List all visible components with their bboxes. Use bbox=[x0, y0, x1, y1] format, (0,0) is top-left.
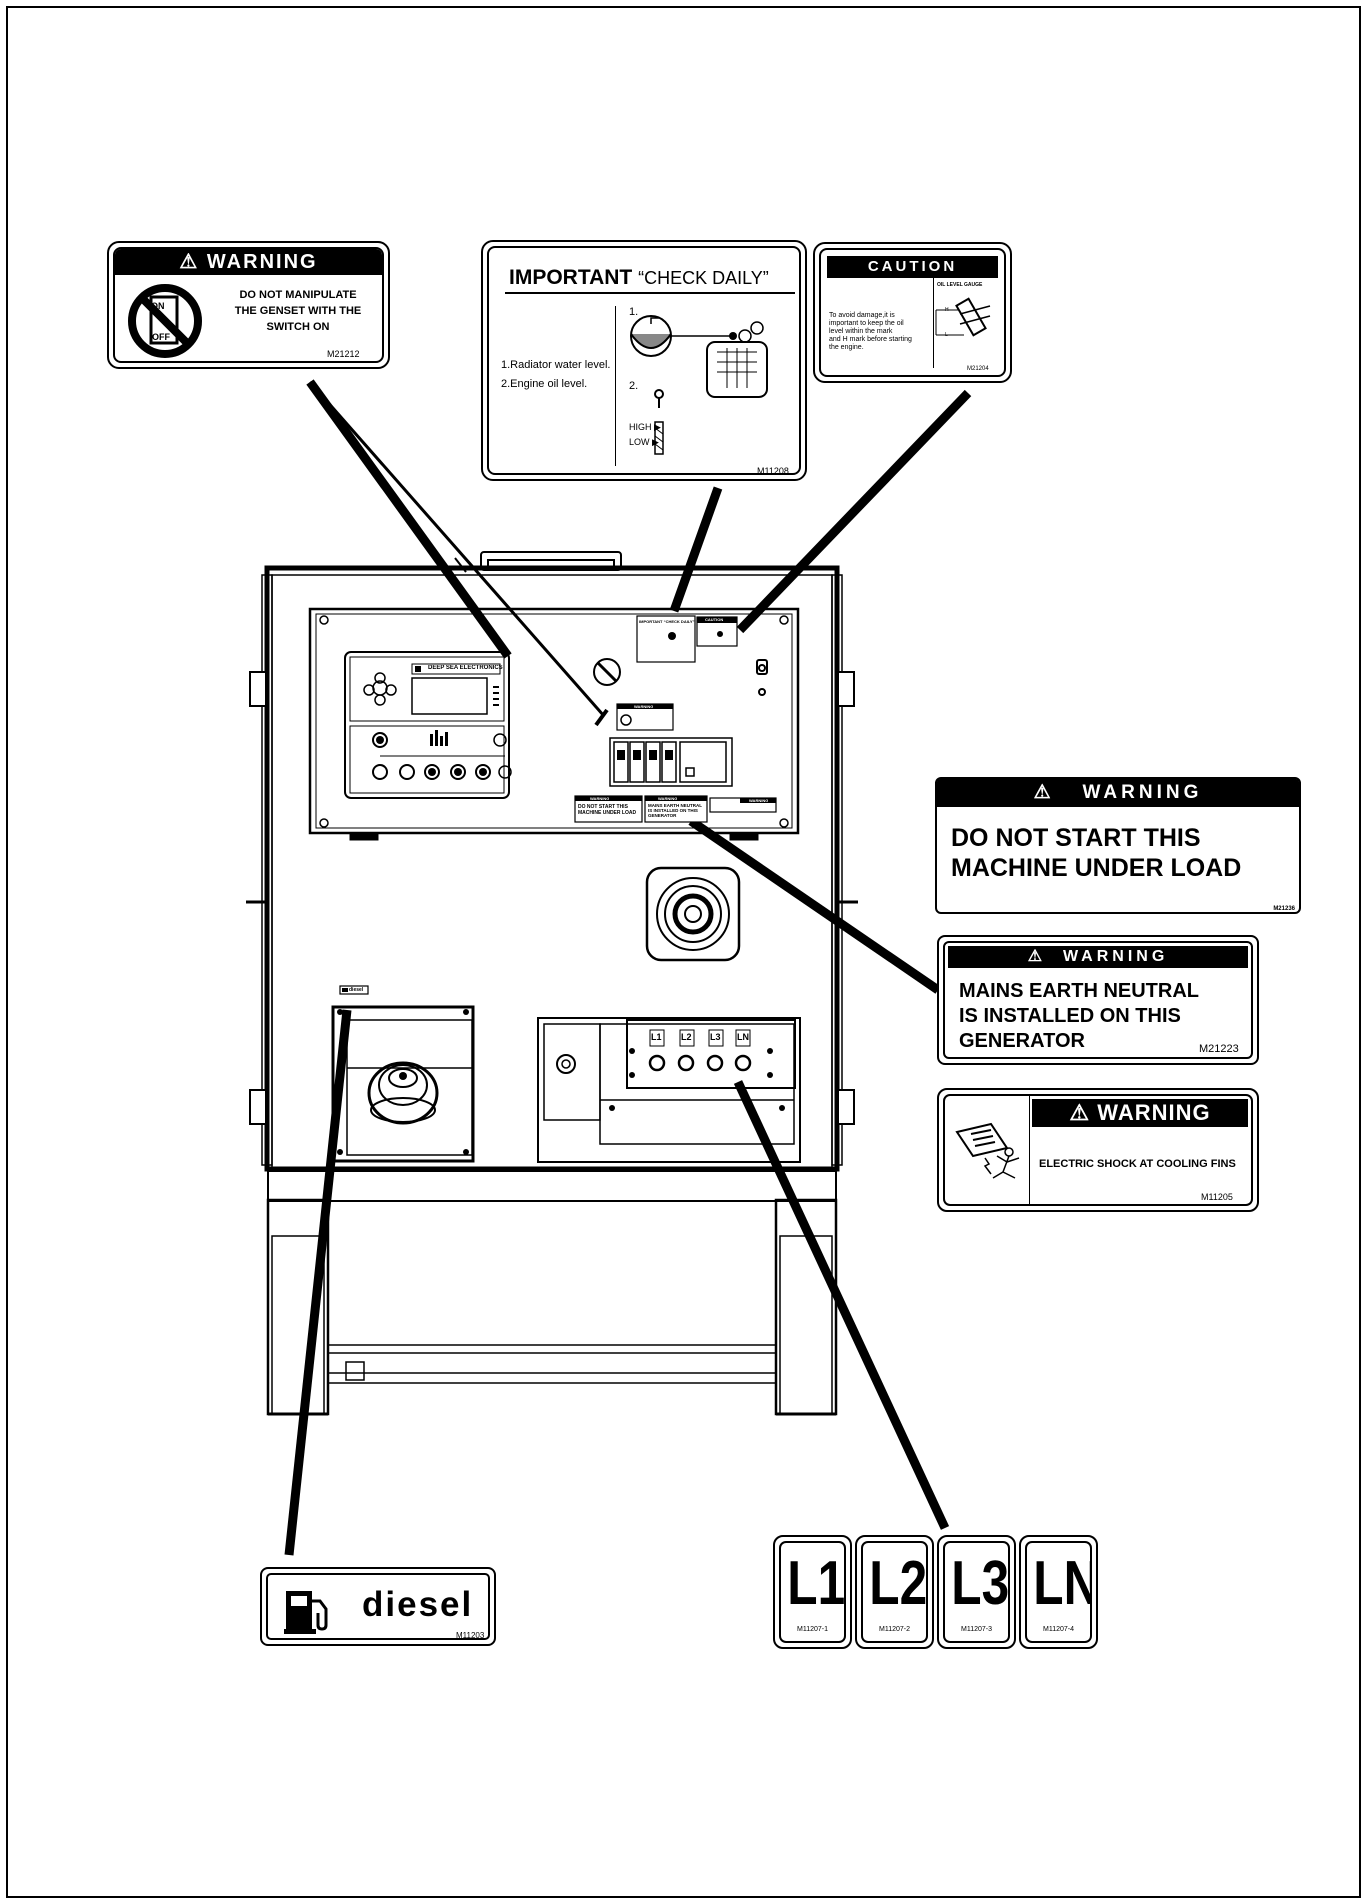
leader-line-diesel bbox=[284, 1009, 352, 1556]
mini-warning-label: WARNING bbox=[634, 704, 654, 709]
important-check-daily-label: IMPORTANT “CHECK DAILY” 1.Radiator water… bbox=[481, 240, 807, 481]
important-items: 1.Radiator water level. 2.Engine oil lev… bbox=[501, 359, 611, 390]
warning-load-text: DO NOT START THIS MACHINE UNDER LOAD bbox=[951, 824, 1242, 882]
fuel-pump-icon bbox=[284, 1591, 328, 1634]
leader-lines bbox=[284, 379, 972, 1556]
step-2-text: 2. bbox=[629, 380, 639, 392]
mini-terminal-l3: L3 bbox=[710, 1032, 721, 1042]
warning-triangle-icon: ⚠ bbox=[1069, 1100, 1091, 1125]
no-switch-icon bbox=[128, 284, 202, 358]
mini-load-label: DO NOT START THIS MACHINE UNDER LOAD bbox=[578, 804, 637, 816]
mini-diesel-label: diesel bbox=[349, 987, 364, 993]
warning-neutral-text: MAINS EARTH NEUTRAL IS INSTALLED ON THIS… bbox=[959, 980, 1199, 1052]
terminal-text: L3 bbox=[951, 1549, 1010, 1618]
caution-oil-label: CAUTION To avoid damage,it is important … bbox=[813, 242, 1012, 383]
mini-terminal-ln: LN bbox=[737, 1032, 749, 1042]
mini-terminal-l1: L1 bbox=[651, 1032, 662, 1042]
gauge-l-text: L bbox=[945, 332, 948, 338]
important-title: IMPORTANT “CHECK DAILY” bbox=[509, 266, 769, 289]
mini-neutral-warning-header: WARNING bbox=[658, 796, 678, 801]
warning-triangle-icon: ⚠ bbox=[1033, 782, 1055, 803]
oil-gauge-title: OIL LEVEL GAUGE bbox=[937, 282, 983, 288]
terminal-label-ln: LN M11207-4 bbox=[1019, 1535, 1098, 1649]
caution-header: CAUTION bbox=[827, 256, 998, 278]
controller-brand: DEEP SEA ELECTRONICS bbox=[428, 665, 503, 671]
level-markers: HIGH ▶ LOW ▶ bbox=[629, 422, 661, 447]
mini-shock-warning-header: WARNING bbox=[749, 798, 769, 803]
oil-gauge-icon bbox=[935, 297, 991, 337]
warning-shock-label: ⚠ WARNING ELECTRIC SHOCK AT COOLING FINS… bbox=[937, 1088, 1259, 1212]
switch-on-text: ON bbox=[151, 301, 165, 311]
terminal-code: M11207-3 bbox=[960, 1626, 992, 1633]
warning-shock-code: M11205 bbox=[1201, 1192, 1233, 1202]
leader-line-important bbox=[669, 486, 723, 613]
terminal-code: M11207-1 bbox=[796, 1626, 828, 1633]
warning-load-code: M21236 bbox=[1273, 906, 1295, 912]
important-code: M11208 bbox=[757, 466, 789, 475]
warning-shock-text: ELECTRIC SHOCK AT COOLING FINS bbox=[1039, 1158, 1236, 1170]
terminal-text: LN bbox=[1033, 1549, 1090, 1618]
warning-switch-code: M21212 bbox=[327, 349, 360, 359]
warning-neutral-label: ⚠ WARNING MAINS EARTH NEUTRAL IS INSTALL… bbox=[937, 935, 1259, 1065]
caution-code: M21204 bbox=[967, 366, 989, 372]
terminal-code: M11207-4 bbox=[1042, 1626, 1074, 1633]
warning-load-label: ⚠ WARNING DO NOT START THIS MACHINE UNDE… bbox=[935, 777, 1301, 914]
warning-switch-header: ⚠ WARNING bbox=[115, 249, 382, 275]
gauge-h-text: H bbox=[945, 307, 949, 313]
radiator-diagram-icon bbox=[630, 315, 768, 398]
warning-switch-label: ⚠ WARNING ON OFF DO NOT MANIPULATE THE G… bbox=[107, 241, 390, 369]
leader-line-terminals bbox=[733, 1080, 950, 1530]
leader-line-caution bbox=[736, 389, 972, 634]
switch-off-text: OFF bbox=[152, 332, 170, 342]
warning-triangle-icon: ⚠ bbox=[179, 251, 200, 273]
warning-load-header: ⚠ WARNING bbox=[937, 779, 1299, 807]
diesel-label: diesel M11203 bbox=[260, 1567, 496, 1646]
warning-neutral-code: M21223 bbox=[1199, 1043, 1239, 1055]
mini-terminal-l2: L2 bbox=[681, 1032, 692, 1042]
page-border bbox=[6, 6, 1361, 1898]
mini-important-label: IMPORTANT “CHECK DAILY” bbox=[639, 619, 695, 624]
terminal-text: L2 bbox=[869, 1549, 928, 1618]
diesel-text: diesel bbox=[362, 1585, 474, 1624]
warning-switch-text: DO NOT MANIPULATE THE GENSET WITH THE SW… bbox=[234, 289, 362, 333]
diesel-code: M11203 bbox=[456, 1631, 485, 1640]
terminal-label-l1: L1 M11207-1 bbox=[773, 1535, 852, 1649]
warning-shock-header: ⚠ WARNING bbox=[1032, 1099, 1248, 1127]
terminal-label-l3: L3 M11207-3 bbox=[937, 1535, 1016, 1649]
electric-shock-icon bbox=[955, 1122, 1020, 1179]
step-1-text: 1. bbox=[629, 306, 639, 318]
mini-neutral-label: MAINS EARTH NEUTRAL IS INSTALLED ON THIS… bbox=[648, 803, 702, 818]
terminal-text: L1 bbox=[787, 1549, 846, 1618]
mini-caution-label: CAUTION bbox=[705, 617, 724, 622]
terminal-labels: L1 M11207-1 L2 M11207-2 L3 M11207-3 LN M… bbox=[773, 1535, 1099, 1649]
terminal-label-l2: L2 M11207-2 bbox=[855, 1535, 934, 1649]
caution-text: To avoid damage,it is important to keep … bbox=[829, 312, 912, 351]
terminal-code: M11207-2 bbox=[878, 1626, 910, 1633]
warning-triangle-icon: ⚠ bbox=[1027, 948, 1047, 965]
mini-load-warning-header: WARNING bbox=[590, 796, 610, 801]
dipstick-icon bbox=[654, 389, 664, 455]
leader-line-switch bbox=[306, 379, 512, 659]
warning-neutral-header: ⚠ WARNING bbox=[948, 946, 1248, 968]
